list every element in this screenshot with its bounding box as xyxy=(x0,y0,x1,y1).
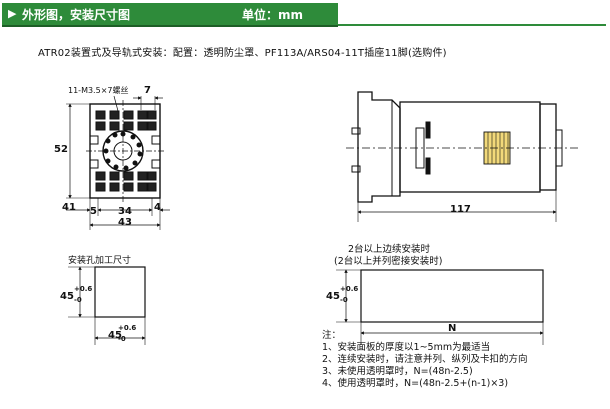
socket-front-view xyxy=(66,95,170,230)
header-divider xyxy=(338,24,606,26)
dim-height: 52 xyxy=(54,144,68,155)
dim-c: 4 xyxy=(154,202,161,213)
cutout-multi-height-tol-minus: -0 xyxy=(340,296,348,304)
cutout-multi-height-tol-plus: +0.6 xyxy=(340,285,359,293)
cutout-single-width-tol-plus: +0.6 xyxy=(118,324,137,332)
dim-b: 34 xyxy=(118,206,132,217)
relay-side-view xyxy=(346,91,580,222)
note-item: 4、使用透明罩时，N=(48n-2.5+(n-1)×3) xyxy=(322,378,509,389)
cutout-single-width: 45 xyxy=(108,330,122,341)
cutout-multi-subtitle: (2台以上并列密接安装时) xyxy=(334,256,443,267)
cutout-single-height-tol-minus: -0 xyxy=(74,296,82,304)
dim-top: 7 xyxy=(144,85,151,96)
note-item: 1、安装面板的厚度以1~5mm为最适当 xyxy=(322,342,491,353)
cutout-single-title: 安装孔加工尺寸 xyxy=(68,256,132,266)
cutout-single-height-tol-plus: +0.6 xyxy=(74,285,93,293)
cutout-multi-title: 2台以上边续安装时 xyxy=(348,244,431,255)
dim-length: 117 xyxy=(450,204,471,215)
notes-block: 注： 1、安装面板的厚度以1~5mm为最适当 2、连续安装时，请注意并列、纵列及… xyxy=(322,330,528,390)
cutout-single-height: 45 xyxy=(60,291,74,302)
screw-label: 11-M3.5×7螺丝 xyxy=(68,86,129,95)
cutout-multi-height: 45 xyxy=(326,291,340,302)
cutout-multi-width: N xyxy=(448,323,457,334)
unit-label: 单位：mm xyxy=(242,8,304,22)
triangle-icon: ▶ xyxy=(8,7,17,20)
note-item: 3、未使用透明罩时，N=(48n-2.5) xyxy=(322,366,473,377)
single-cutout-diagram xyxy=(68,266,146,345)
section-header: ▶ 外形图，安装尺寸图 单位：mm xyxy=(2,3,338,27)
dim-total: 43 xyxy=(118,217,132,228)
notes-heading: 注： xyxy=(322,330,342,341)
mounting-description: ATR02装置式及导轨式安装：配置：透明防尘罩、PF113A/ARS04-11T… xyxy=(38,48,447,59)
multi-cutout-diagram xyxy=(336,269,544,345)
dim-left: 41 xyxy=(62,202,76,213)
section-title: 外形图，安装尺寸图 xyxy=(22,8,131,22)
dim-a: 5 xyxy=(90,206,97,217)
cutout-single-width-tol-minus: -0 xyxy=(118,335,126,343)
note-item: 2、连续安装时，请注意并列、纵列及卡扣的方向 xyxy=(322,354,528,365)
